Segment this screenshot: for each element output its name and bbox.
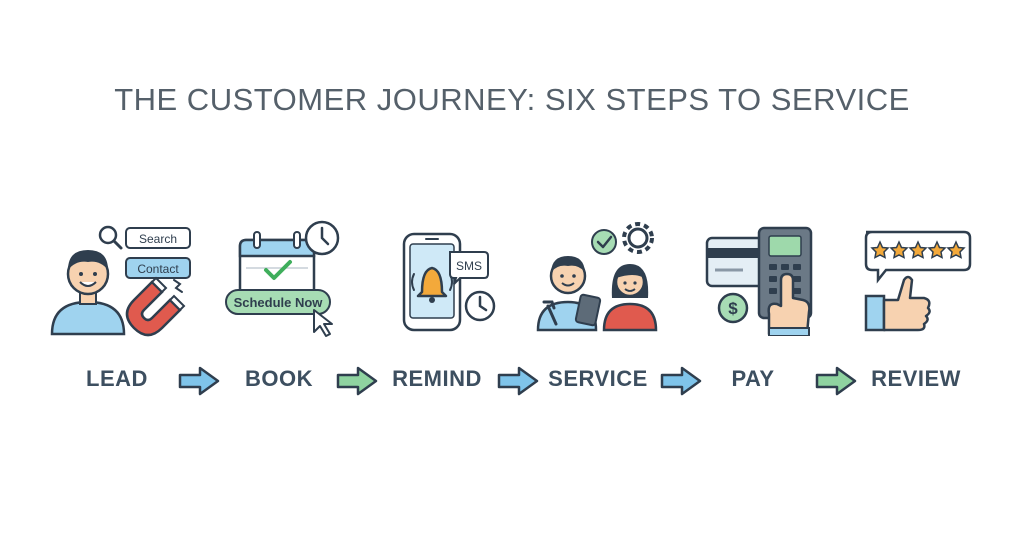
search-chip-label: Search	[139, 232, 177, 246]
schedule-now-button	[225, 289, 331, 315]
step-label-service: SERVICE	[548, 366, 648, 391]
arrow-icon	[336, 366, 378, 396]
technician-icon	[536, 256, 602, 332]
page-title: THE CUSTOMER JOURNEY: SIX STEPS TO SERVI…	[114, 82, 910, 117]
review-icon	[864, 230, 972, 332]
remind-icon: SMS	[402, 232, 496, 332]
pay-icon: $	[705, 226, 813, 336]
person-icon	[50, 250, 126, 336]
search-chip	[125, 227, 191, 249]
tablet-icon	[574, 293, 602, 327]
lead-icon: Search Contact	[50, 225, 191, 337]
hand-icon	[767, 272, 811, 336]
step-label-book: BOOK	[245, 366, 313, 391]
step-label-review: REVIEW	[871, 366, 961, 391]
thumbs-up-icon	[864, 275, 931, 332]
bell-icon	[411, 266, 453, 303]
customer-icon	[602, 264, 658, 332]
speech-bubble-icon	[864, 230, 972, 284]
star-rating-icon	[870, 240, 966, 259]
sms-bubble: SMS	[449, 251, 489, 285]
service-icon	[536, 222, 658, 332]
wrench-icon	[542, 300, 558, 326]
contact-chip-label: Contact	[137, 262, 179, 276]
step-label-remind: REMIND	[392, 366, 482, 391]
step-label-lead: LEAD	[86, 366, 148, 391]
search-icon	[98, 225, 123, 250]
cursor-icon	[313, 309, 333, 337]
arrow-icon	[497, 366, 539, 396]
contact-chip	[125, 257, 191, 279]
arrow-icon	[178, 366, 220, 396]
schedule-now-label: Schedule Now	[234, 295, 324, 310]
arrow-icon	[815, 366, 857, 396]
arrow-icon	[660, 366, 702, 396]
svg-text:$: $	[728, 299, 738, 318]
dollar-coin-icon: $	[717, 292, 749, 324]
clock-icon	[464, 290, 496, 322]
clock-icon	[304, 220, 340, 256]
sms-label: SMS	[456, 259, 482, 273]
step-label-pay: PAY	[731, 366, 775, 391]
magnet-icon	[125, 276, 186, 337]
book-icon: Schedule Now	[225, 220, 340, 337]
check-circle-icon	[591, 229, 617, 255]
gear-icon	[622, 222, 654, 254]
